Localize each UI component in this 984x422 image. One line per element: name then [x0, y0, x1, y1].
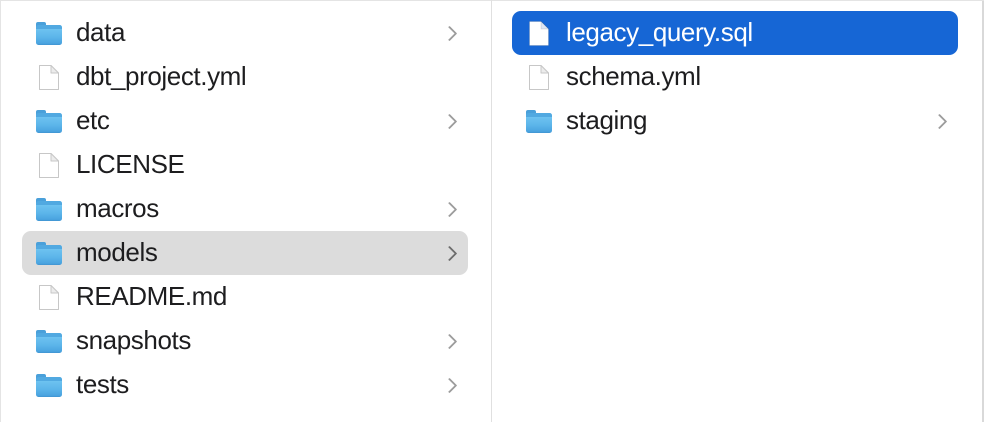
file-label: tests — [76, 369, 129, 399]
folder-icon — [36, 238, 62, 268]
file-label: dbt_project.yml — [76, 61, 247, 91]
folder-icon — [36, 18, 62, 48]
document-icon — [36, 62, 62, 92]
file-label: LICENSE — [76, 149, 185, 179]
document-icon — [36, 282, 62, 312]
chevron-right-icon — [441, 201, 458, 217]
folder-icon — [36, 326, 62, 356]
file-row[interactable]: LICENSE — [22, 143, 468, 187]
file-row[interactable]: staging — [512, 99, 958, 143]
file-row[interactable]: macros — [22, 187, 468, 231]
chevron-right-icon — [441, 245, 458, 261]
chevron-right-icon — [441, 25, 458, 41]
file-row[interactable]: README.md — [22, 275, 468, 319]
file-label: README.md — [76, 281, 227, 311]
file-row[interactable]: schema.yml — [512, 55, 958, 99]
file-label: etc — [76, 105, 110, 135]
chevron-right-icon — [441, 333, 458, 349]
file-label: staging — [566, 105, 648, 135]
file-row[interactable]: tests — [22, 363, 468, 407]
folder-icon — [526, 106, 552, 136]
file-row[interactable]: etc — [22, 99, 468, 143]
chevron-right-icon — [441, 377, 458, 393]
file-row[interactable]: dbt_project.yml — [22, 55, 468, 99]
folder-icon — [36, 194, 62, 224]
file-row[interactable]: models — [22, 231, 468, 275]
file-label: models — [76, 237, 158, 267]
file-label: data — [76, 17, 126, 47]
chevron-right-icon — [931, 113, 948, 129]
finder-column-2: legacy_query.sql schema.yml staging — [492, 0, 984, 422]
document-icon — [526, 18, 552, 48]
file-row[interactable]: snapshots — [22, 319, 468, 363]
file-label: schema.yml — [566, 61, 701, 91]
document-icon — [36, 150, 62, 180]
file-row[interactable]: data — [22, 11, 468, 55]
file-label: snapshots — [76, 325, 191, 355]
file-label: macros — [76, 193, 159, 223]
file-label: legacy_query.sql — [566, 17, 753, 47]
folder-icon — [36, 370, 62, 400]
chevron-right-icon — [441, 113, 458, 129]
file-row[interactable]: legacy_query.sql — [512, 11, 958, 55]
document-icon — [526, 62, 552, 92]
folder-icon — [36, 106, 62, 136]
